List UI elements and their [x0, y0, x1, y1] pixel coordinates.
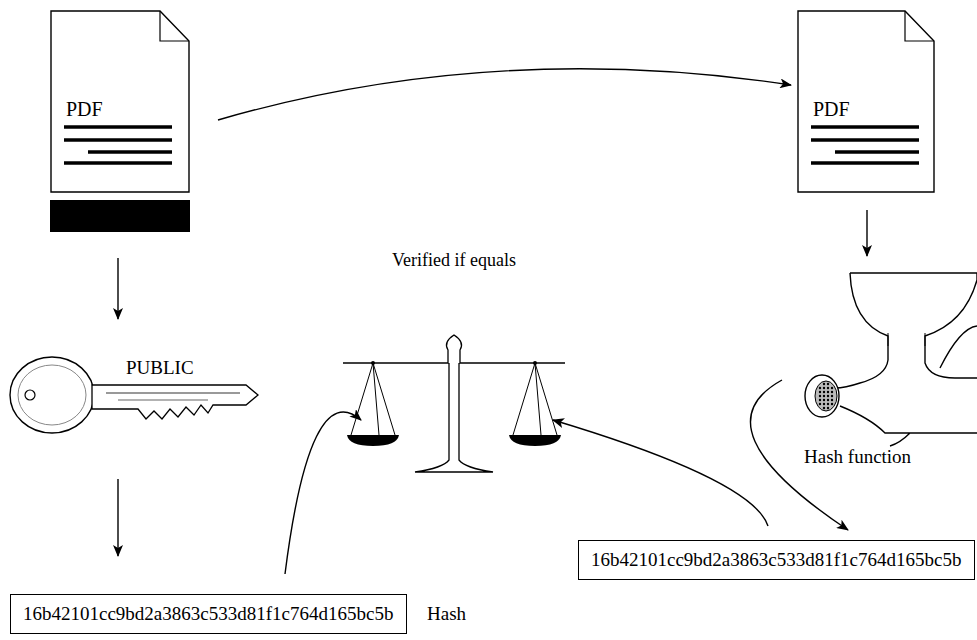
caption-label: Hash	[427, 603, 466, 625]
hash-value: 16b42101cc9bd2a3863c533d81f1c764d165bc5b	[591, 549, 961, 571]
hash-box: 16b42101cc9bd2a3863c533d81f1c764d165bc5b	[578, 540, 975, 580]
flow-arrow	[117, 258, 118, 319]
signed-pdf-document: PDF	[50, 10, 190, 232]
hash-value: 16b42101cc9bd2a3863c533d81f1c764d165bc5b	[23, 603, 393, 625]
node-label: PDF	[813, 98, 850, 121]
node-label: PDF	[66, 98, 103, 121]
balance-scale: Verified if equals	[343, 250, 565, 436]
hash-function-grinder: Hash function	[790, 268, 977, 478]
node-label: Hash function	[804, 446, 911, 468]
flow-arrow	[553, 420, 768, 526]
signed-pdf-document-drawing	[50, 10, 190, 232]
received-pdf-document: PDF	[797, 10, 935, 194]
flow-arrow	[117, 479, 118, 556]
balance-scale-drawing	[343, 290, 565, 436]
node-label: Verified if equals	[392, 250, 516, 271]
node-label: PUBLIC	[126, 357, 194, 379]
flow-arrow	[218, 69, 791, 120]
flow-arrow	[866, 210, 867, 256]
hash-box: 16b42101cc9bd2a3863c533d81f1c764d165bc5b	[10, 594, 407, 634]
public-key: PUBLIC	[8, 355, 262, 437]
